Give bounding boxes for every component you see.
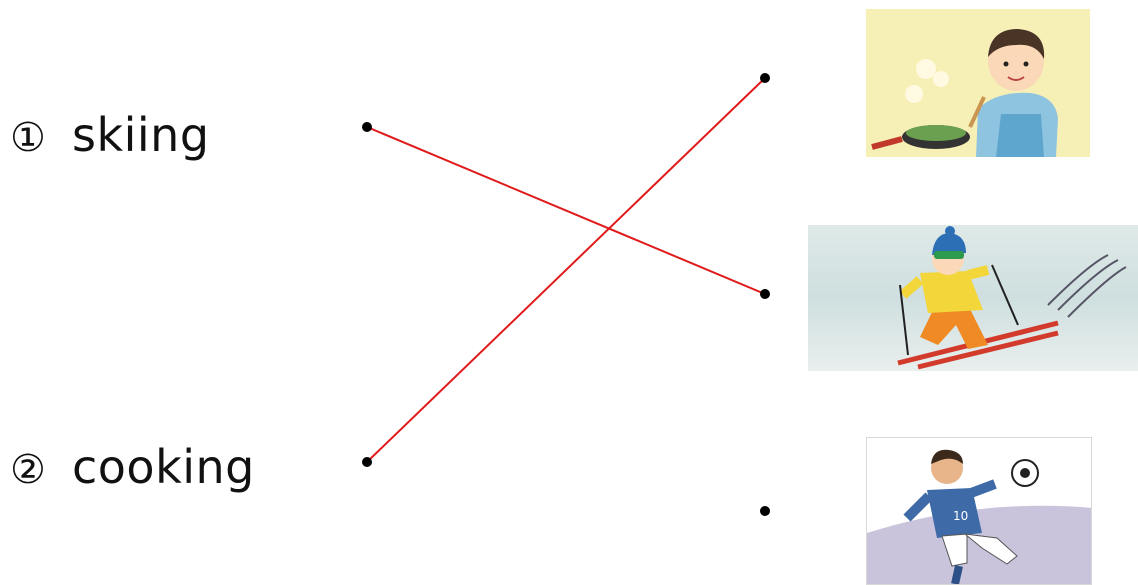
dot-word-cooking[interactable] (362, 457, 372, 467)
cooking-boy-picture (866, 9, 1090, 157)
dot-picture-cooking[interactable] (760, 73, 770, 83)
dot-picture-skiing[interactable] (760, 289, 770, 299)
dot-picture-soccer[interactable] (760, 506, 770, 516)
svg-text:10: 10 (953, 509, 968, 523)
soccer-player-picture: 10 (866, 437, 1092, 585)
dot-word-skiing[interactable] (362, 122, 372, 132)
skiing-boy-picture (808, 225, 1138, 371)
